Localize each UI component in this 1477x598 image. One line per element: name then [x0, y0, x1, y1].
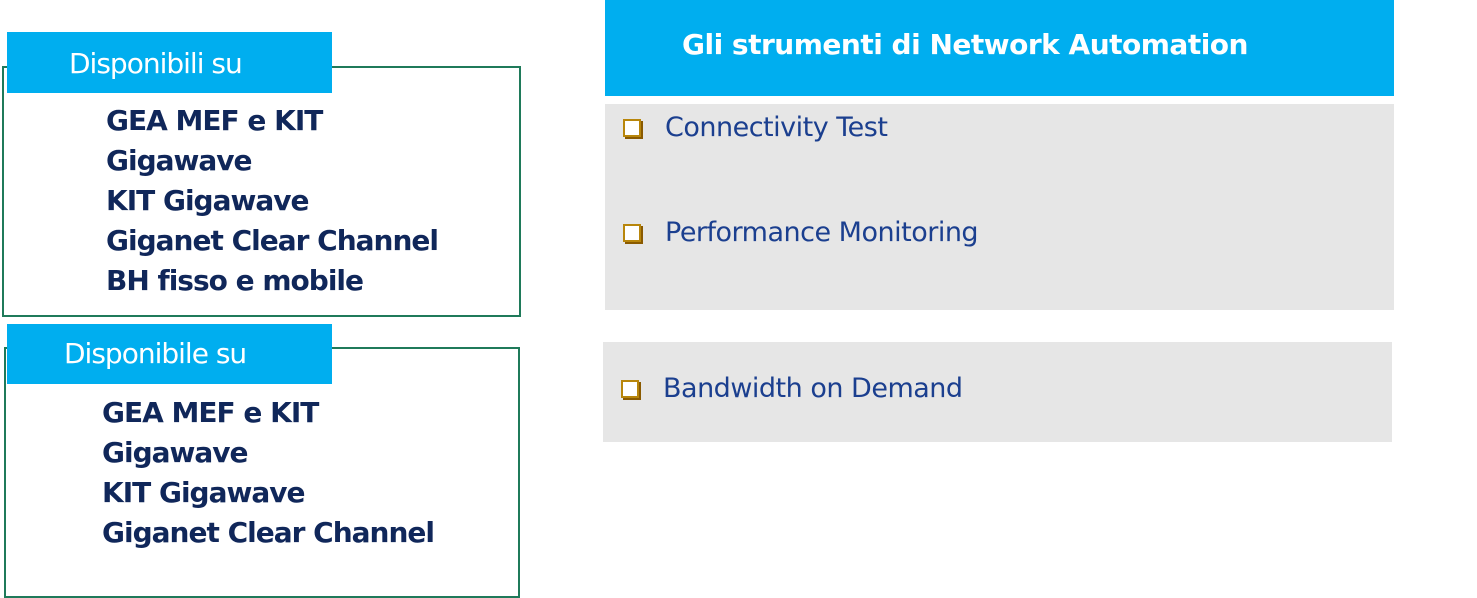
tool-label: Performance Monitoring — [665, 217, 979, 248]
checkbox-icon — [621, 379, 639, 398]
availability-label-1: Disponibili su — [7, 32, 332, 93]
product-item: KIT Gigawave — [106, 184, 309, 217]
product-list-1: GEA MEF e KIT Gigawave KIT Gigawave Giga… — [106, 101, 439, 301]
product-item: Gigawave — [102, 436, 249, 469]
availability-label-2: Disponibile su — [7, 324, 332, 384]
product-item: Giganet Clear Channel — [102, 516, 435, 549]
tool-item-performance-monitoring: Performance Monitoring — [623, 217, 979, 248]
product-item: KIT Gigawave — [102, 476, 305, 509]
tool-item-bandwidth-on-demand: Bandwidth on Demand — [621, 373, 963, 404]
availability-box-1 — [2, 66, 521, 317]
tool-label: Connectivity Test — [665, 112, 888, 143]
tools-group-2: Bandwidth on Demand — [603, 342, 1392, 442]
tool-label: Bandwidth on Demand — [663, 373, 963, 404]
product-list-2: GEA MEF e KIT Gigawave KIT Gigawave Giga… — [102, 393, 435, 553]
checkbox-icon — [623, 118, 641, 137]
product-item: GEA MEF e KIT — [102, 396, 319, 429]
product-item: Giganet Clear Channel — [106, 224, 439, 257]
availability-box-2 — [4, 347, 520, 598]
product-item: BH fisso e mobile — [106, 264, 364, 297]
tool-item-connectivity-test: Connectivity Test — [623, 112, 888, 143]
tools-title: Gli strumenti di Network Automation — [605, 0, 1394, 96]
product-item: GEA MEF e KIT — [106, 104, 323, 137]
checkbox-icon — [623, 223, 641, 242]
product-item: Gigawave — [106, 144, 253, 177]
tools-group-1: Connectivity Test Performance Monitoring — [605, 104, 1394, 310]
